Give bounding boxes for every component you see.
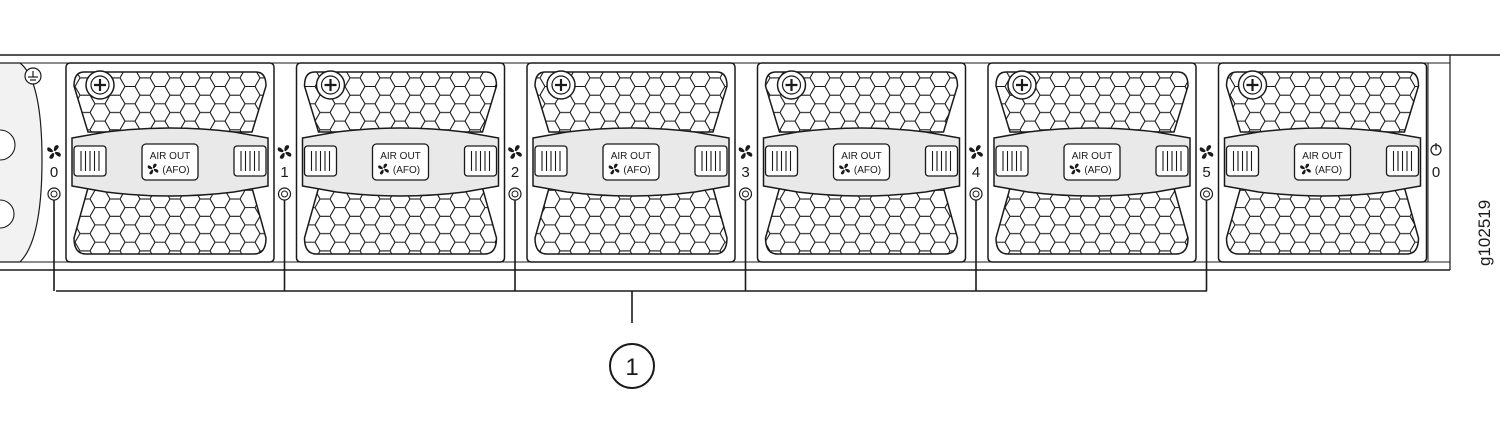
- top-grille: [303, 71, 498, 133]
- fan-module-1[interactable]: 1 AIR OUT (AFO): [277, 62, 506, 263]
- handle[interactable]: AIR OUT (AFO): [301, 127, 500, 197]
- left-latch[interactable]: [73, 145, 107, 177]
- handle[interactable]: AIR OUT (AFO): [532, 127, 730, 197]
- fan-icon: [1199, 145, 1214, 159]
- figure-id: g102519: [1475, 200, 1494, 266]
- left-latch[interactable]: [764, 145, 799, 177]
- right-latch[interactable]: [924, 145, 959, 177]
- fan-module-2[interactable]: 2 AIR OUT (AFO): [508, 62, 736, 263]
- label-line2: (AFO): [623, 165, 650, 176]
- right-port-label: 0: [1432, 164, 1440, 181]
- status-led: [969, 187, 983, 201]
- callout-bracket: [53, 200, 1208, 323]
- handle[interactable]: AIR OUT (AFO): [71, 127, 269, 197]
- fan-icon: [277, 145, 292, 159]
- slot-number: 1: [280, 164, 288, 181]
- left-latch[interactable]: [534, 145, 568, 177]
- captive-screw-icon[interactable]: [776, 70, 807, 100]
- bottom-grille: [534, 187, 728, 255]
- fan-icon: [969, 145, 983, 159]
- top-grille: [534, 71, 728, 133]
- handle[interactable]: AIR OUT (AFO): [762, 127, 961, 197]
- handle[interactable]: AIR OUT (AFO): [1223, 127, 1422, 197]
- slot-number: 2: [511, 164, 519, 181]
- right-panel: 0: [1430, 143, 1442, 181]
- bottom-grille: [303, 187, 498, 255]
- label-line1: AIR OUT: [1072, 151, 1113, 162]
- top-grille: [764, 71, 959, 133]
- right-latch[interactable]: [463, 145, 498, 177]
- top-grille: [995, 71, 1189, 133]
- left-panel: [0, 62, 43, 263]
- air-out-label: AIR OUT (AFO): [141, 143, 199, 181]
- fan-icon: [47, 145, 61, 159]
- status-led: [1199, 187, 1214, 201]
- top-grille: [1225, 71, 1420, 133]
- top-grille: [73, 71, 267, 133]
- air-out-label: AIR OUT (AFO): [1063, 143, 1121, 181]
- air-out-label: AIR OUT (AFO): [602, 143, 660, 181]
- label-line2: (AFO): [1084, 165, 1111, 176]
- fan-icon: [738, 145, 753, 159]
- callout-number: 1: [625, 354, 638, 381]
- captive-screw-icon[interactable]: [1007, 70, 1037, 100]
- status-led: [738, 187, 753, 201]
- label-line1: AIR OUT: [611, 151, 652, 162]
- callout-1: 1: [609, 343, 655, 389]
- bottom-grille: [1225, 187, 1420, 255]
- fan-icon: [508, 145, 522, 159]
- right-latch[interactable]: [694, 145, 728, 177]
- captive-screw-icon[interactable]: [315, 70, 346, 100]
- captive-screw-icon[interactable]: [1237, 70, 1268, 100]
- slot-number: 5: [1202, 164, 1210, 181]
- fan-module-0[interactable]: 0 AIR OUT (AFO): [47, 62, 275, 263]
- captive-screw-icon[interactable]: [546, 70, 576, 100]
- slot-number: 0: [50, 164, 58, 181]
- status-led: [47, 187, 61, 201]
- slot-number: 4: [972, 164, 980, 181]
- right-latch[interactable]: [1385, 145, 1420, 177]
- label-line1: AIR OUT: [841, 151, 882, 162]
- label-line1: AIR OUT: [1302, 151, 1343, 162]
- left-latch[interactable]: [995, 145, 1029, 177]
- label-line2: (AFO): [1315, 165, 1342, 176]
- bottom-grille: [764, 187, 959, 255]
- label-line2: (AFO): [162, 165, 189, 176]
- air-out-label: AIR OUT (AFO): [832, 143, 891, 181]
- left-latch[interactable]: [1225, 145, 1260, 177]
- air-out-label: AIR OUT (AFO): [371, 143, 430, 181]
- right-latch[interactable]: [1155, 145, 1189, 177]
- left-latch[interactable]: [303, 145, 338, 177]
- fan-module-5[interactable]: 5 AIR OUT (AFO): [1199, 62, 1428, 263]
- bottom-grille: [995, 187, 1189, 255]
- bottom-grille: [73, 187, 267, 255]
- slot-number: 3: [741, 164, 749, 181]
- right-latch[interactable]: [233, 145, 267, 177]
- air-out-label: AIR OUT (AFO): [1293, 143, 1352, 181]
- fan-module-3[interactable]: 3 AIR OUT (AFO): [738, 62, 967, 263]
- ground-icon: [24, 67, 42, 85]
- label-line1: AIR OUT: [380, 151, 421, 162]
- label-line2: (AFO): [854, 165, 881, 176]
- captive-screw-icon[interactable]: [85, 70, 115, 100]
- power-icon: [1430, 143, 1442, 156]
- label-line2: (AFO): [393, 165, 420, 176]
- fan-module-4[interactable]: 4 AIR OUT (AFO): [969, 62, 1197, 263]
- label-line1: AIR OUT: [150, 151, 191, 162]
- handle[interactable]: AIR OUT (AFO): [993, 127, 1191, 197]
- status-led: [277, 187, 292, 201]
- status-led: [508, 187, 522, 201]
